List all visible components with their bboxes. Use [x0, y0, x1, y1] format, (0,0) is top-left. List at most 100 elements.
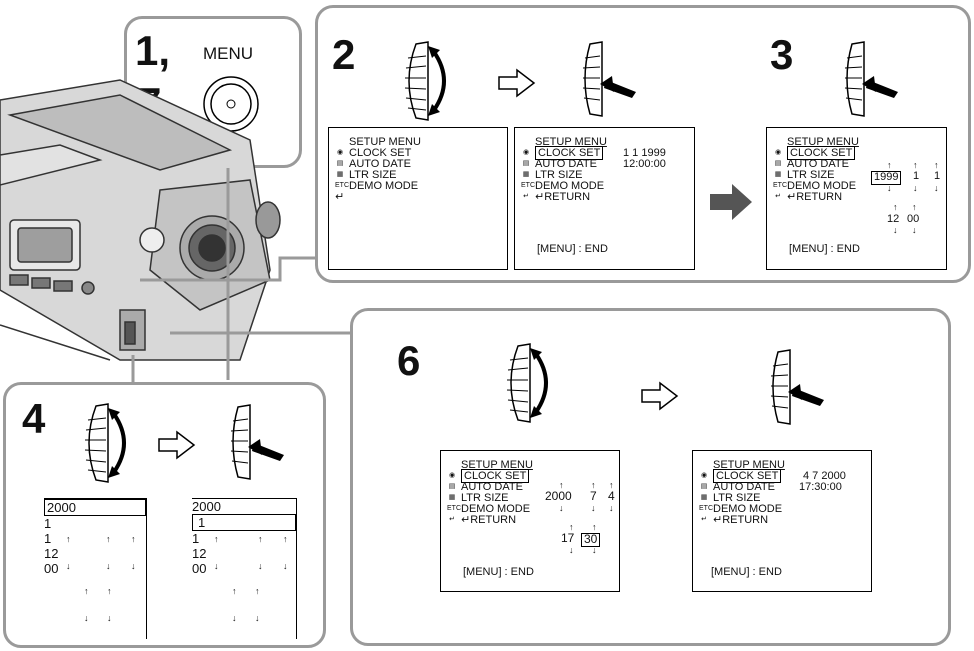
menu-item-return[interactable]: ↵↵RETURN [447, 514, 516, 527]
letter-size-icon: ▦ [774, 171, 782, 179]
up-arrow-icon: ↑ [934, 160, 939, 170]
menu-title: SETUP MENU [461, 459, 533, 471]
return-icon: ↵ [449, 516, 455, 524]
up-arrow-icon: ↑ [591, 480, 596, 490]
up-arrow-icon: ↑ [84, 586, 89, 596]
month-value: 1 [192, 514, 296, 531]
setup-menu-screen-2b: SETUP MENU ◉CLOCK SET ▤AUTO DATE ▦LTR SI… [514, 127, 695, 270]
down-arrow-icon: ↓ [258, 561, 263, 571]
menu-item-auto-date[interactable]: ▤AUTO DATE [700, 481, 775, 493]
hour-value: 12 [887, 213, 900, 225]
menu-item-return[interactable]: ↵↵RETURN [773, 191, 842, 204]
date-value: 4 7 2000 [803, 470, 846, 482]
down-arrow-icon: ↓ [84, 613, 89, 623]
menu-item-demo-mode[interactable]: ETCDEMO MODE [335, 180, 419, 192]
up-arrow-icon: ↑ [609, 480, 614, 490]
letter-size-icon: ▦ [448, 494, 456, 502]
hour-value: 12 [192, 546, 207, 561]
menu-item-clock-set[interactable]: ◉CLOCK SET [336, 147, 412, 159]
menu-item-ltr-size[interactable]: ▦LTR SIZE [700, 492, 761, 504]
menu-item-return[interactable]: ↵↵RETURN [521, 191, 590, 204]
down-arrow-icon: ↑ [255, 586, 260, 596]
down-arrow-icon: ↓ [66, 561, 71, 571]
down-arrow-icon: ↓ [283, 561, 288, 571]
calendar-icon: ▤ [448, 483, 456, 491]
menu-end-hint: [MENU] : END [711, 566, 782, 578]
menu-item-demo-mode[interactable]: ETCDEMO MODE [699, 503, 783, 515]
down-arrow-icon: ↓ [569, 545, 574, 555]
month-value: 7 [590, 489, 597, 503]
menu-item-ltr-size[interactable]: ▦LTR SIZE [774, 169, 835, 181]
step-2-label: 2 [332, 31, 356, 78]
down-arrow-icon: ↓ [131, 561, 136, 571]
menu-item-auto-date[interactable]: ▤AUTO DATE [448, 481, 523, 493]
etc-icon: ETC [521, 182, 535, 190]
down-arrow-icon: ↓ [106, 561, 111, 571]
year-value: 2000 [545, 489, 572, 503]
menu-title: SETUP MENU [787, 136, 859, 148]
day-value: 1 [44, 531, 52, 546]
menu-item-ltr-size[interactable]: ▦LTR SIZE [522, 169, 583, 181]
up-arrow-icon: ↑ [107, 586, 112, 596]
up-arrow-icon: ↑ [66, 534, 71, 544]
jog-dial-turn-icon [506, 343, 548, 423]
menu-item-ltr-size[interactable]: ▦LTR SIZE [448, 492, 509, 504]
letter-size-icon: ▦ [336, 171, 344, 179]
down-arrow-icon: ↓ [107, 613, 112, 623]
clock-icon: ◉ [448, 472, 456, 480]
day-value: 1 [934, 170, 941, 182]
jog-dial-press-icon [582, 41, 636, 117]
down-arrow-icon: ↓ [591, 503, 596, 513]
menu-item-clock-set[interactable]: ◉CLOCK SET [699, 469, 782, 483]
menu-item-demo-mode[interactable]: ETCDEMO MODE [447, 503, 531, 515]
etc-icon: ETC [773, 182, 787, 190]
return-icon: ↵ [775, 193, 781, 201]
setup-menu-screen-2a: SETUP MENU ◉CLOCK SET ▤AUTO DATE ▦LTR SI… [328, 127, 508, 270]
calendar-icon: ▤ [336, 160, 344, 168]
minute-value: 00 [907, 213, 920, 225]
down-arrow-icon: ↓ [559, 503, 564, 513]
menu-item-auto-date[interactable]: ▤AUTO DATE [774, 158, 849, 170]
up-arrow-icon: ↑ [559, 480, 564, 490]
year-value: 2000 [192, 499, 221, 514]
month-value: 1 [913, 170, 920, 182]
menu-item-ltr-size[interactable]: ▦LTR SIZE [336, 169, 397, 181]
menu-item-clock-set[interactable]: ◉CLOCK SET [447, 469, 530, 483]
up-arrow-icon: ↑ [232, 586, 237, 596]
menu-item-auto-date[interactable]: ▤AUTO DATE [336, 158, 411, 170]
menu-item-demo-mode[interactable]: ETCDEMO MODE [773, 180, 857, 192]
up-arrow-icon: ↑ [131, 534, 136, 544]
return-icon: ↵ [523, 193, 529, 201]
minute-value: 30 [581, 533, 601, 547]
return-icon: ↵ [335, 191, 345, 203]
next-arrow-icon [641, 381, 679, 411]
minute-value: 00 [44, 561, 59, 576]
step-6-label: 6 [397, 337, 421, 384]
down-arrow-icon: ↓ [232, 613, 237, 623]
menu-item-clock-set[interactable]: ◉CLOCK SET [521, 146, 604, 160]
menu-end-hint: [MENU] : END [537, 243, 608, 255]
jog-dial-press-icon [844, 41, 898, 117]
down-arrow-icon: ↓ [934, 183, 939, 193]
step-1-label: 1, [135, 27, 171, 74]
menu-item-return[interactable]: ↵↵RETURN [699, 514, 768, 527]
month-value: 1 [44, 516, 52, 531]
jog-dial-press-icon [230, 404, 284, 480]
year-value: 1999 [871, 171, 902, 185]
clock-icon: ◉ [336, 149, 344, 157]
up-arrow-icon: ↑ [912, 202, 917, 212]
next-arrow-icon [158, 430, 196, 460]
setup-menu-screen-6a: SETUP MENU ◉CLOCK SET ▤AUTO DATE ▦LTR SI… [440, 450, 620, 592]
up-arrow-icon: ↑ [893, 202, 898, 212]
menu-item-clock-set[interactable]: ◉CLOCK SET [773, 146, 856, 160]
menu-item-auto-date[interactable]: ▤AUTO DATE [522, 158, 597, 170]
etc-icon: ETC [699, 505, 713, 513]
down-arrow-icon: ↓ [912, 225, 917, 235]
up-arrow-icon: ↑ [106, 534, 111, 544]
hour-value: 17 [561, 531, 575, 545]
calendar-icon: ▤ [522, 160, 530, 168]
year-value: 2000 [44, 499, 146, 516]
calendar-icon: ▤ [700, 483, 708, 491]
menu-item-demo-mode[interactable]: ETCDEMO MODE [521, 180, 605, 192]
